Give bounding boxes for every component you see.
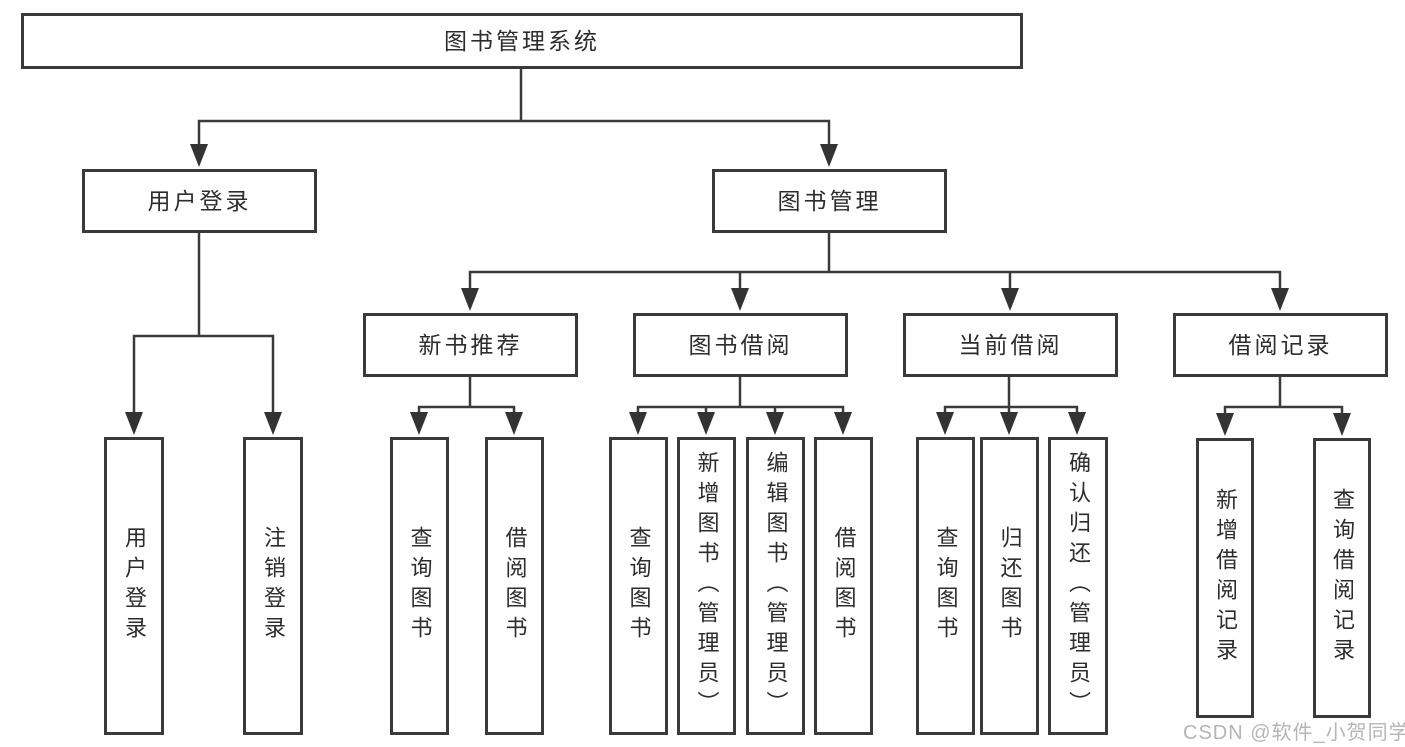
leaf-user-login: 用户登录 [104,437,164,735]
connector-recommend-to-leaves [417,375,516,422]
connector-root-to-level2 [197,67,831,152]
leaf-query-books-borrow: 查询图书 [609,437,668,735]
leaf-add-book-admin: 新增图书（管理员） [677,437,736,735]
leaf-confirm-return-admin: 确认归还（管理员） [1048,437,1108,735]
leaf-borrow-books: 借阅图书 [814,437,873,735]
node-user-login: 用户登录 [82,169,317,233]
leaf-borrow-books-recommend: 借阅图书 [485,437,544,735]
node-book-management: 图书管理 [712,169,947,233]
leaf-query-books-recommend: 查询图书 [390,437,449,735]
leaf-query-books-current: 查询图书 [916,437,975,735]
connector-borrow-to-leaves [636,375,845,422]
leaf-add-borrow-record: 新增借阅记录 [1196,438,1254,718]
node-book-borrowing: 图书借阅 [633,313,848,377]
node-library-management-system: 图书管理系统 [21,13,1023,69]
node-new-book-recommendation: 新书推荐 [363,313,578,377]
leaf-return-book: 归还图书 [980,437,1039,735]
connector-mgmt-to-level3 [468,231,1282,297]
leaf-logout: 注销登录 [243,437,303,735]
connector-login-to-leaves [132,231,275,422]
csdn-watermark: CSDN @软件_小贺同学 [1183,722,1405,744]
node-current-borrowing: 当前借阅 [903,313,1118,377]
leaf-edit-book-admin: 编辑图书（管理员） [746,437,805,735]
arrowheads [125,144,1351,436]
leaf-query-borrow-record: 查询借阅记录 [1313,438,1371,718]
connector-records-to-leaves [1223,375,1344,422]
node-borrowing-records: 借阅记录 [1173,313,1388,377]
